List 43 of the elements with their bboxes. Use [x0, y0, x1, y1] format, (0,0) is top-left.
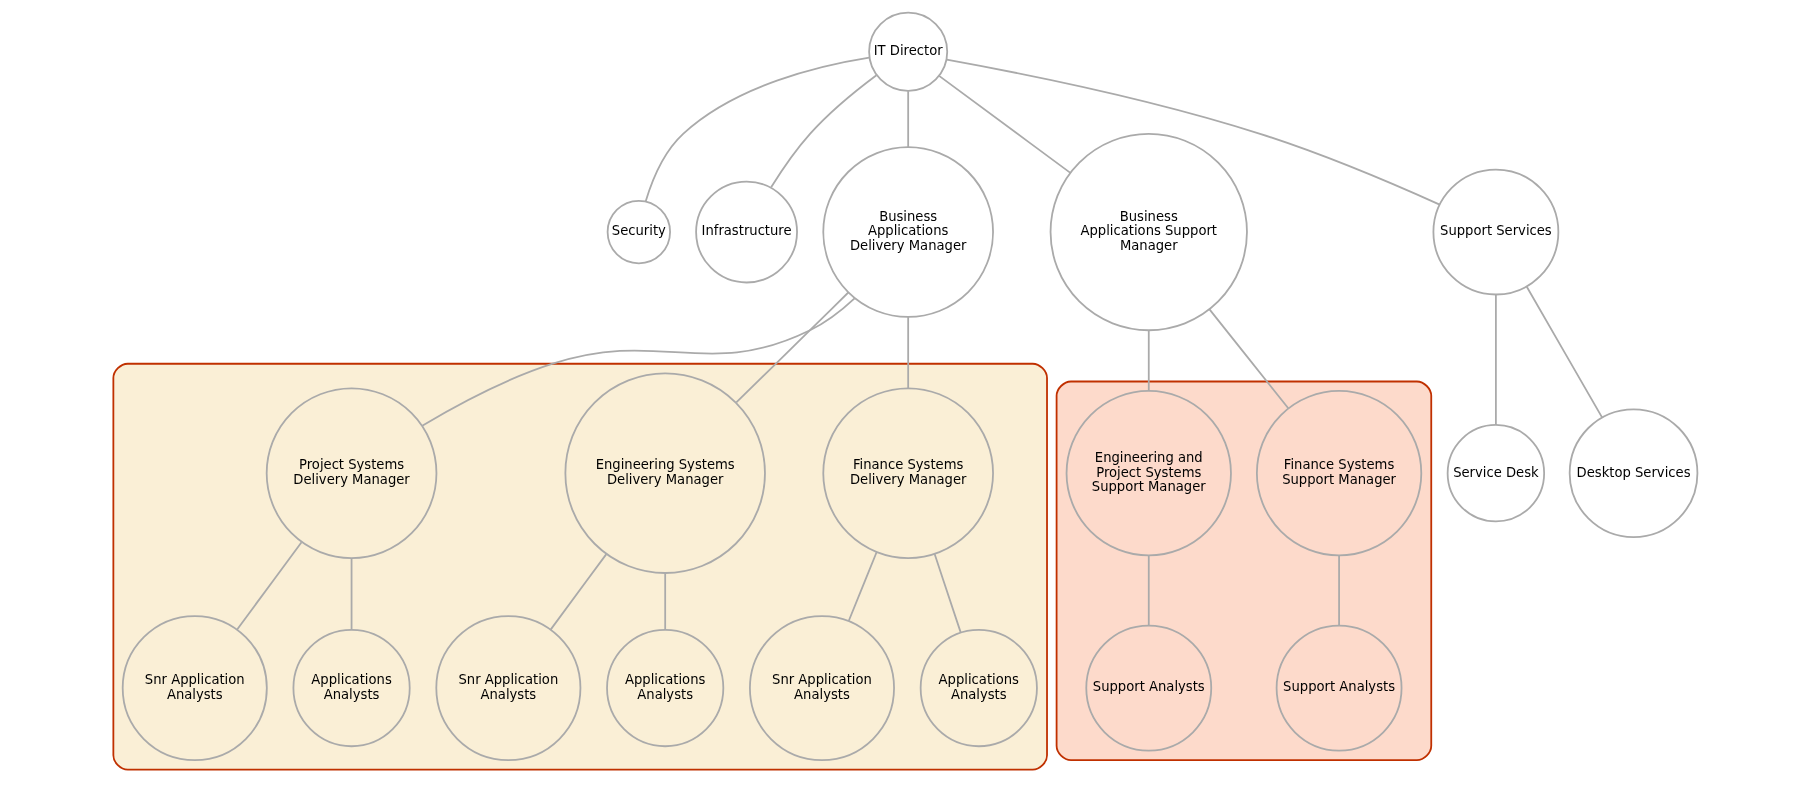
- cluster: [1055, 380, 1432, 761]
- node-circle: Engineering Systems Delivery Manager: [563, 372, 766, 574]
- connector: [663, 572, 666, 631]
- node-circle: Snr Application Analysts: [748, 615, 895, 762]
- connector: [350, 557, 352, 631]
- node-circle: Finance Systems Support Manager: [1255, 390, 1422, 557]
- connector: [906, 90, 909, 148]
- node-circle: Security: [606, 199, 671, 265]
- connector: [906, 315, 909, 390]
- connector: [1494, 293, 1497, 426]
- connector: [945, 58, 1441, 206]
- connector: [1208, 308, 1289, 410]
- node-circle: Service Desk: [1446, 424, 1545, 523]
- node-circle: Business Applications Support Manager: [1049, 132, 1248, 332]
- node-circle: Project Systems Delivery Manager: [265, 387, 437, 559]
- node-circle: Engineering and Project Systems Support Manager: [1065, 390, 1232, 557]
- node-circle: Support Analysts: [1084, 624, 1212, 752]
- node-circle: IT Director: [867, 11, 948, 92]
- connector: [549, 553, 607, 631]
- connector: [937, 74, 1071, 174]
- node-circle: Snr Application Analysts: [121, 615, 268, 762]
- connector: [734, 291, 849, 404]
- connector: [644, 56, 870, 203]
- connector: [1525, 285, 1603, 419]
- connector: [769, 74, 877, 189]
- connector: [933, 552, 962, 634]
- node-circle: Finance Systems Delivery Manager: [821, 387, 994, 559]
- node-circle: Infrastructure: [694, 180, 798, 284]
- node-circle: Snr Application Analysts: [434, 615, 581, 762]
- node-circle: Support Analysts: [1275, 624, 1402, 752]
- connector: [1147, 554, 1150, 627]
- connector: [847, 551, 878, 622]
- node-circle: Applications Analysts: [605, 629, 724, 748]
- node-circle: Business Applications Delivery Manager: [821, 146, 994, 318]
- connector: [1337, 554, 1340, 627]
- connector: [1147, 329, 1150, 392]
- cluster: [111, 362, 1048, 771]
- connector: [235, 541, 302, 631]
- node-circle: Support Services: [1432, 168, 1559, 296]
- node-circle: Desktop Services: [1568, 408, 1698, 538]
- node-circle: Applications Analysts: [919, 629, 1038, 748]
- node-circle: Applications Analysts: [292, 629, 411, 748]
- connector: [420, 297, 855, 427]
